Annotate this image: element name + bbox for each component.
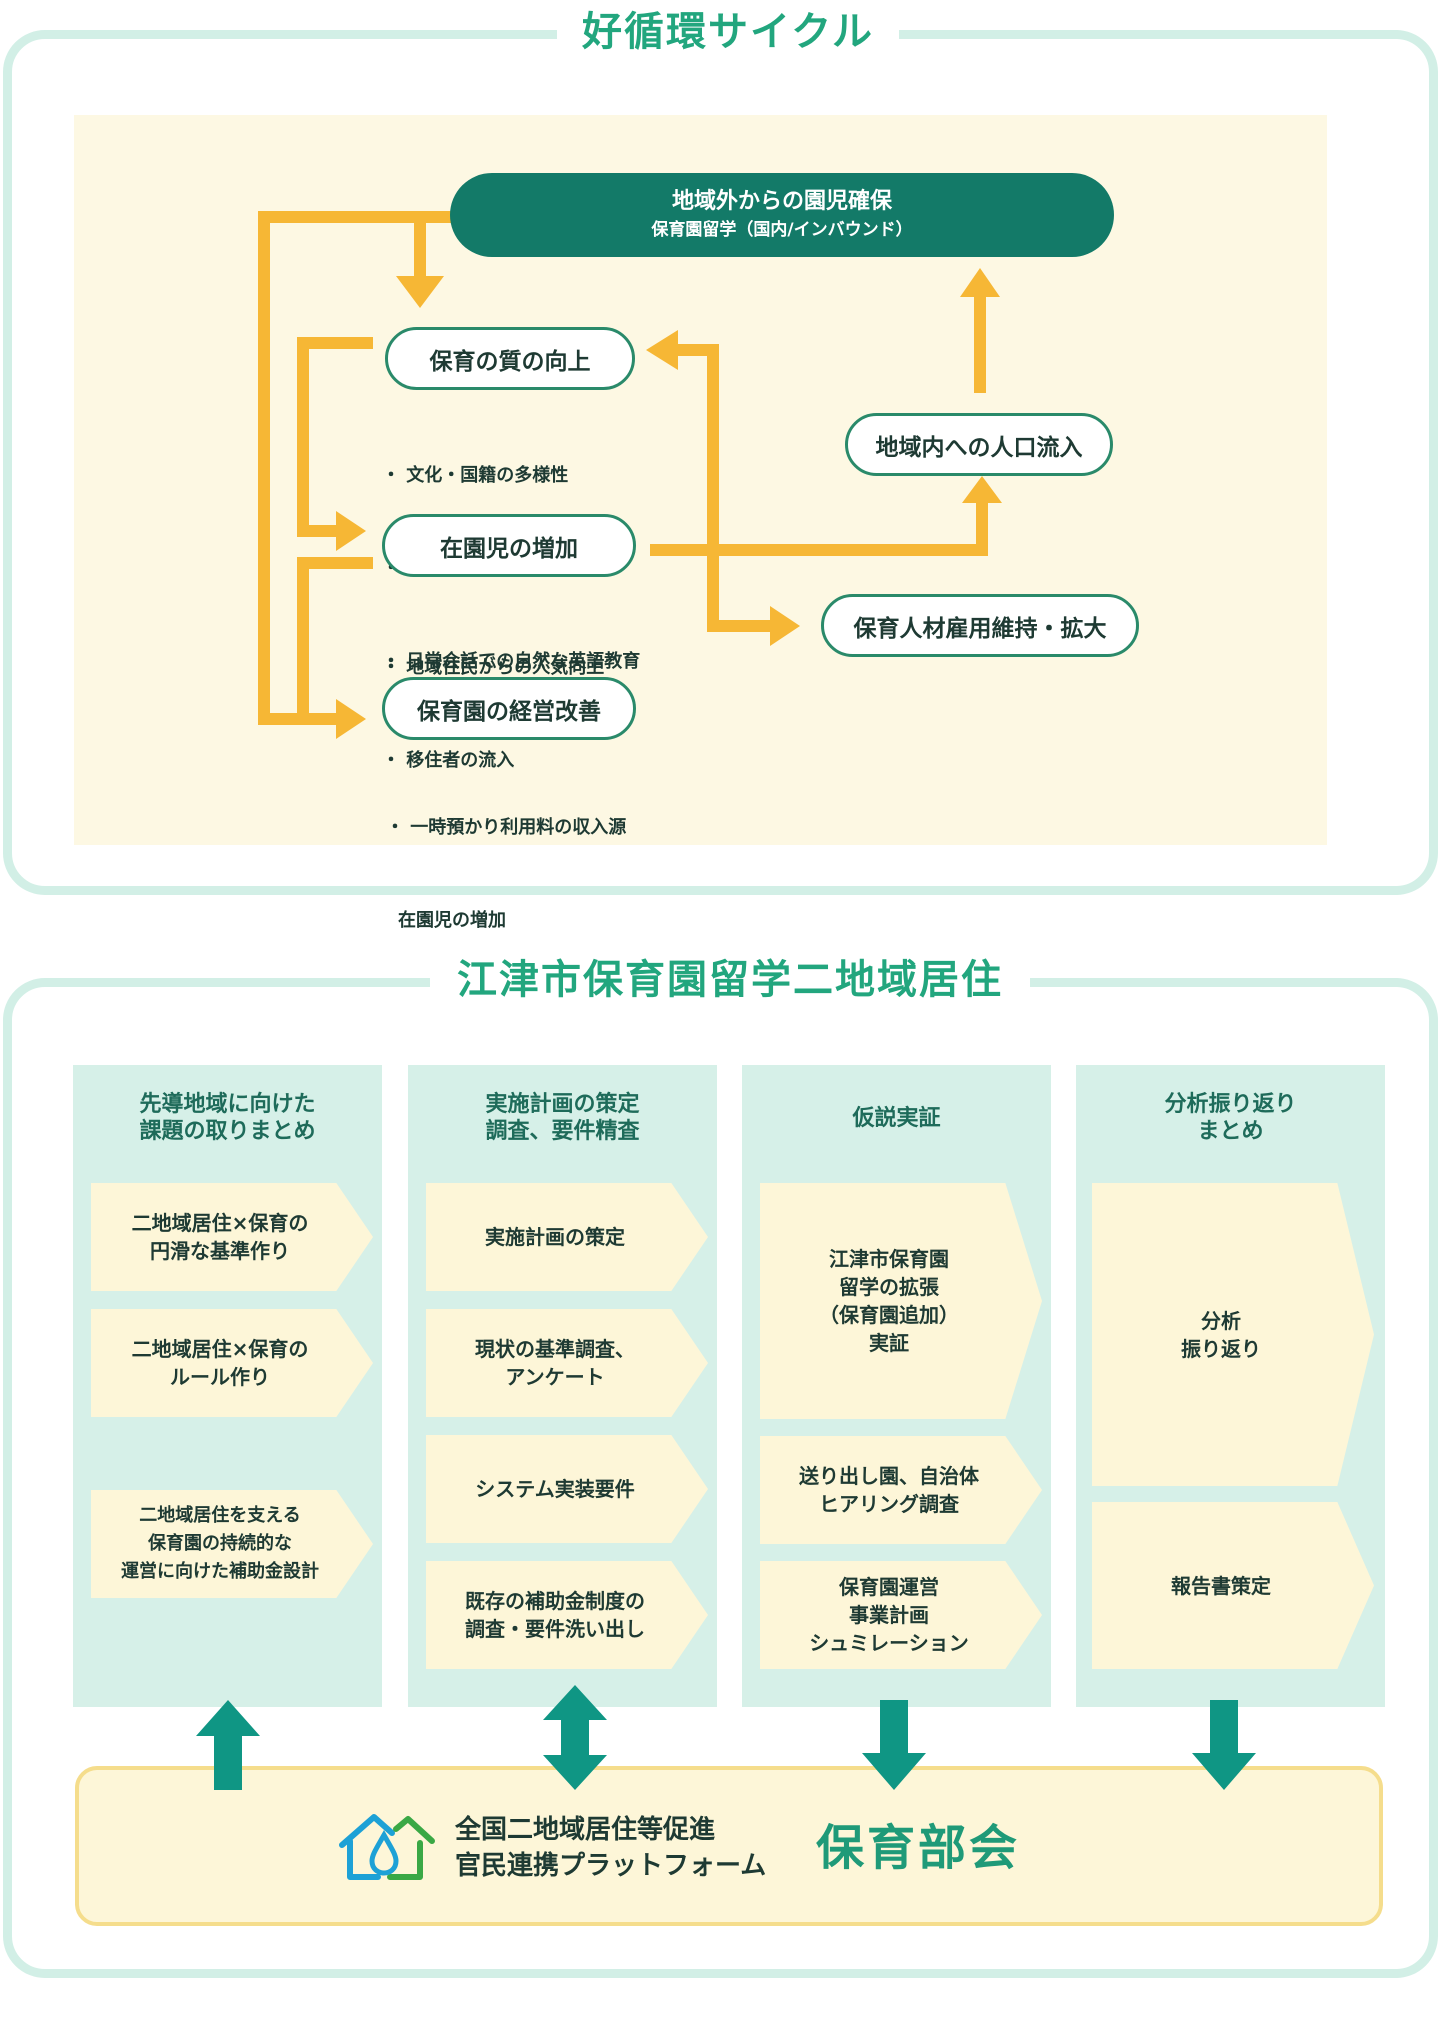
node-population: 地域内への人口流入 bbox=[845, 413, 1113, 476]
task-card: 二地域居住×保育の 円滑な基準作り bbox=[91, 1183, 373, 1291]
platform-name: 全国二地域居住等促進 官民連携プラットフォーム bbox=[455, 1812, 766, 1884]
enrollment-point: ・ 地域住民からの人気向上 bbox=[382, 657, 605, 678]
task-card: システム実装要件 bbox=[426, 1435, 708, 1543]
platform-bureau: 保育部会 bbox=[816, 1820, 1021, 1876]
node-management: 保育園の経営改善 bbox=[382, 677, 636, 740]
column-heading: 実施計画の策定 調査、要件精査 bbox=[485, 1092, 640, 1144]
top-box-overseas-enrollment: 地域外からの園児確保 保育園留学（国内/インバウンド） bbox=[450, 173, 1114, 257]
platform-arrows bbox=[196, 1685, 1256, 1790]
enrollment-points: ・ 地域住民からの人気向上 ・ 移住者の流入 bbox=[382, 590, 604, 807]
task-card: 現状の基準調査、 アンケート bbox=[426, 1309, 708, 1417]
management-point: ・ 一時預かり利用料の収入源 bbox=[386, 817, 627, 838]
task-card: 実施計画の策定 bbox=[426, 1183, 708, 1291]
enrollment-point: ・ 移住者の流入 bbox=[382, 750, 515, 771]
quality-point: ・ 日常会話での自然な英語教育 bbox=[382, 651, 641, 672]
task-card: 保育園運営 事業計画 シュミレーション bbox=[760, 1561, 1042, 1669]
column-heading: 仮説実証 bbox=[852, 1106, 941, 1131]
task-card: 江津市保育園 留学の拡張 （保育園追加） 実証 bbox=[760, 1183, 1042, 1419]
cycle-arrows bbox=[258, 211, 1002, 739]
top-box-subtitle: 保育園留学（国内/インバウンド） bbox=[651, 220, 913, 240]
task-card: 二地域居住×保育の ルール作り bbox=[91, 1309, 373, 1417]
top-box-title: 地域外からの園児確保 bbox=[671, 189, 892, 214]
task-card: 送り出し園、自治体 ヒアリング調査 bbox=[760, 1436, 1042, 1544]
house-logo-icon bbox=[339, 1814, 435, 1880]
platform-box bbox=[75, 1766, 1383, 1926]
platform-name-line1: 全国二地域居住等促進 bbox=[455, 1815, 716, 1845]
management-point: 在園児の増加 bbox=[398, 910, 506, 931]
task-card: 既存の補助金制度の 調査・要件洗い出し bbox=[426, 1561, 708, 1669]
cycle-title: 好循環サイクル bbox=[557, 4, 899, 60]
quality-point: ・ 文化・国籍の多様性 bbox=[382, 465, 569, 486]
task-card: 報告書策定 bbox=[1092, 1502, 1374, 1669]
platform-name-line2: 官民連携プラットフォーム bbox=[455, 1851, 767, 1881]
program-title: 江津市保育園留学二地域居住 bbox=[430, 952, 1030, 1008]
column-heading: 先導地域に向けた 課題の取りまとめ bbox=[139, 1092, 316, 1144]
task-card: 二地域居住を支える 保育園の持続的な 運営に向けた補助金設計 bbox=[91, 1490, 373, 1598]
node-quality: 保育の質の向上 bbox=[385, 327, 635, 390]
task-card: 分析 振り返り bbox=[1092, 1183, 1374, 1486]
column-heading: 分析振り返り まとめ bbox=[1164, 1092, 1297, 1144]
node-staff: 保育人材雇用維持・拡大 bbox=[821, 594, 1139, 657]
node-enrollment: 在園児の増加 bbox=[382, 514, 636, 577]
management-points: ・ 一時預かり利用料の収入源 在園児の増加 bbox=[386, 750, 626, 967]
